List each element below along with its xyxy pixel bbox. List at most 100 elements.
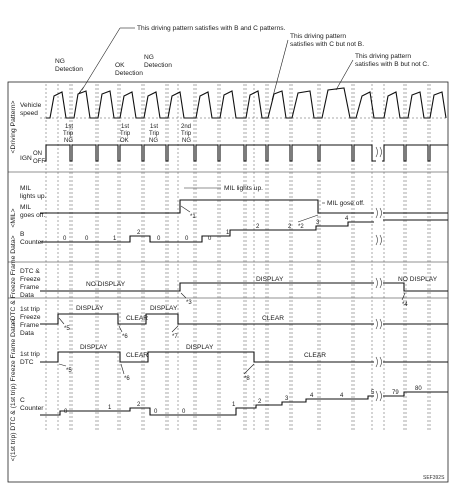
trip-label-4: 2nd Trip NG [181,124,192,144]
mil-up-line2: lights up. [20,193,47,200]
b-counter-value: 2 [137,230,141,236]
note-leader [180,205,191,213]
time-grid [45,84,431,430]
ign-label: IGN [20,155,32,162]
svg-text:Trip: Trip [63,131,74,137]
note-leader [401,292,406,301]
ffd-display-text-1: DISPLAY [76,305,104,312]
break-mark [375,356,378,368]
c-counter-value: 1 [232,402,236,408]
note-leader [120,363,125,375]
ign-waveform-after [382,144,448,162]
ft-ffd-line3: Frame [20,322,39,329]
callout-c-not-b-line1: This driving pattern [290,33,346,40]
c-counter-waveform-after [383,391,448,397]
note-leader [118,325,123,333]
ft-dtc-waveform [40,351,374,363]
c-counter-value: 4 [310,393,314,399]
trip-label-1: 1st Trip NG [63,124,74,144]
b-counter-value: 0 [157,236,161,242]
section-dtc-ffd: <DTC & Freeze Frame Data> [10,235,17,324]
section-mil: <MIL> [10,208,17,227]
ftdtc-clear-text-1: CLEAR [126,352,148,359]
trip-label-3: 1st Trip NG [149,124,160,144]
callout-b-not-c-leader [335,59,354,91]
note-leader [297,214,319,223]
ftdtc-display-text-2: DISPLAY [186,344,214,351]
time-break-marks [375,146,382,402]
ftdtc-clear-text-2: CLEAR [304,352,326,359]
ng-detection-2-line2: Detection [144,62,172,69]
break-mark [379,318,382,330]
c-counter-value: 2 [137,402,141,408]
note-marker: *3 [186,300,192,306]
callout-b-not-c-line1: This driving pattern [355,53,411,60]
note-marker: *4 [402,302,408,308]
dtc-waveform [40,282,374,292]
b-counter-value: 1 [226,230,230,236]
svg-text:NG: NG [149,138,158,144]
vehicle-speed-line2: speed [20,110,38,117]
callout-bc: This driving pattern satisfies with B an… [137,25,286,32]
break-mark [379,390,382,402]
c-counter-value: 0 [182,409,186,415]
break-mark [379,234,382,246]
note-marker: *6 [124,376,130,382]
break-mark [375,234,378,246]
dtc-ffd-line1: DTC & [20,268,40,275]
speed-ng-arrow [78,86,84,94]
ffd-display-text-2: DISPLAY [150,305,178,312]
svg-text:2nd: 2nd [181,124,191,130]
break-mark [379,356,382,368]
svg-text:NG: NG [182,138,191,144]
ng-detection-1-line1: NG [55,58,65,65]
ft-ffd-line2: Freeze [20,314,41,321]
note-marker: *5 [66,368,72,374]
c-counter-value: 1 [108,405,112,411]
b-counter-value: 0 [63,236,67,242]
dtc-no-display-after-text: NO DISPLAY [398,276,438,283]
mil-up-line1: MIL [20,185,31,192]
c-counter-value: 0 [64,409,68,415]
dtc-no-display-text: NO DISPLAY [86,281,126,288]
c-counter-line2: Counter [20,405,44,412]
svg-text:NG: NG [64,138,73,144]
break-mark [379,277,382,289]
dtc-waveform-after [383,282,448,292]
note-marker: *6 [122,334,128,340]
note-leader [180,292,187,299]
svg-text:1st: 1st [121,124,129,130]
ftdtc-display-text-1: DISPLAY [80,344,108,351]
callout-c-not-b-leader [271,39,289,101]
b-counter-value: 2 [256,224,260,230]
ng-detection-2-line1: NG [144,54,154,61]
mil-waveform [40,199,374,214]
b-counter-line2: Counter [20,239,44,246]
vehicle-speed-waveform [46,87,447,119]
note-marker: *8 [244,376,250,382]
ffd-waveform [40,313,374,325]
svg-text:Trip: Trip [181,131,192,137]
dtc-display-text: DISPLAY [256,276,284,283]
note-leader [243,363,255,375]
figure-code: SEF392S [423,475,445,481]
break-mark [379,146,382,158]
c-counter-value: 0 [154,409,158,415]
svg-text:Trip: Trip [120,131,131,137]
ign-on-label: ON [33,151,42,157]
ffd-clear-text-1: CLEAR [126,315,148,322]
callout-c-not-b-line2: satisfies with C but not B. [290,41,364,48]
b-counter-value: 4 [345,216,349,222]
c-counter-value: 79 [392,390,399,396]
break-mark [379,207,382,219]
mil-gose-off-text: MIL gose off. [327,200,365,207]
note-markers: *1*2*3*4*5*6*7*5*6*8 [58,205,408,382]
ok-detection-line2: Detection [115,70,143,77]
c-counter-value: 4 [340,393,344,399]
note-marker: *1 [190,214,196,220]
break-mark [375,390,378,402]
